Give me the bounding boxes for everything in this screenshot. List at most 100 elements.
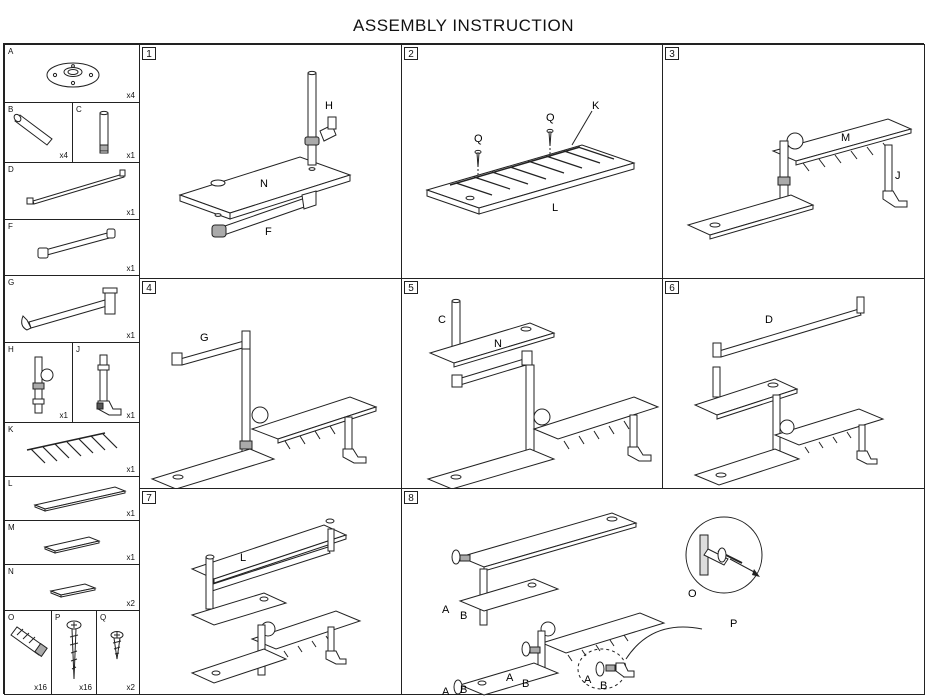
part-q-cell: Q x2 bbox=[96, 610, 140, 695]
part-qty: x4 bbox=[59, 151, 68, 160]
callout-label: L bbox=[552, 202, 558, 214]
part-b-cell: B x4 bbox=[4, 102, 73, 163]
step-5-panel: 5 C N bbox=[401, 278, 663, 490]
wall-anchor-icon bbox=[10, 626, 48, 658]
page-title: ASSEMBLY INSTRUCTION bbox=[353, 16, 574, 35]
part-letter: F bbox=[8, 222, 13, 231]
part-qty: x1 bbox=[126, 331, 135, 340]
part-letter: H bbox=[8, 345, 14, 354]
callout-label: B bbox=[460, 684, 467, 696]
callout-label: K bbox=[592, 100, 600, 112]
part-qty: x1 bbox=[126, 509, 135, 518]
part-p-cell: P x16 bbox=[51, 610, 97, 695]
callout-label: Q bbox=[546, 112, 555, 124]
part-qty: x1 bbox=[126, 553, 135, 562]
part-h-cell: H x1 bbox=[4, 342, 73, 423]
shelf-board-m-icon bbox=[43, 536, 101, 554]
part-letter: G bbox=[8, 278, 15, 287]
part-qty: x4 bbox=[126, 91, 135, 100]
callout-label: M bbox=[841, 132, 850, 144]
callout-label: H bbox=[325, 100, 333, 112]
callout-label: A bbox=[506, 672, 514, 684]
callout-label: B bbox=[522, 678, 529, 690]
part-o-cell: O x16 bbox=[4, 610, 52, 695]
step-3-panel: 3 M J bbox=[662, 44, 925, 279]
part-letter: O bbox=[8, 613, 15, 622]
part-qty: x1 bbox=[126, 208, 135, 217]
step-1-panel: 1 H N F bbox=[139, 44, 402, 279]
instruction-frame: A x4 B x4 C x1 D bbox=[3, 43, 925, 696]
hook-rack-icon bbox=[26, 432, 118, 464]
callout-label: N bbox=[260, 178, 268, 190]
part-k-cell: K x1 bbox=[4, 422, 140, 477]
callout-label: A bbox=[584, 674, 592, 686]
screw-q-icon bbox=[110, 631, 124, 660]
shelf-board-n-icon bbox=[49, 583, 97, 598]
part-m-cell: M x1 bbox=[4, 520, 140, 565]
part-letter: B bbox=[8, 105, 14, 114]
callout-label: P bbox=[730, 618, 737, 630]
step-7-panel: 7 L bbox=[139, 488, 402, 695]
rail-g-icon bbox=[21, 287, 118, 331]
step-4-panel: 4 G bbox=[139, 278, 402, 490]
part-a-cell: A x4 bbox=[4, 44, 140, 103]
part-letter: A bbox=[8, 47, 14, 56]
step-2-illustration: Q Q K L bbox=[425, 100, 636, 215]
step-number: 5 bbox=[404, 281, 418, 294]
step-number: 6 bbox=[665, 281, 679, 294]
part-qty: x1 bbox=[126, 465, 135, 474]
step-1-illustration: H N F bbox=[178, 70, 352, 238]
callout-label: Q bbox=[474, 133, 483, 145]
callout-label: C bbox=[438, 314, 446, 326]
part-letter: C bbox=[76, 105, 82, 114]
part-j-cell: J x1 bbox=[72, 342, 140, 423]
callout-label: A bbox=[442, 604, 450, 616]
callout-label: F bbox=[265, 226, 272, 238]
part-d-cell: D x1 bbox=[4, 162, 140, 220]
part-qty: x16 bbox=[79, 683, 92, 692]
step-number: 2 bbox=[404, 47, 418, 60]
part-letter: Q bbox=[100, 613, 107, 622]
step-2-panel: 2 Q Q K L bbox=[401, 44, 663, 279]
part-c-cell: C x1 bbox=[72, 102, 140, 163]
part-letter: M bbox=[8, 523, 15, 532]
flange-icon bbox=[46, 62, 100, 88]
pipe-upright-icon bbox=[99, 110, 109, 154]
part-letter: K bbox=[8, 425, 14, 434]
callout-label: L bbox=[240, 552, 246, 564]
part-qty: x2 bbox=[126, 599, 135, 608]
callout-label: A bbox=[442, 686, 450, 696]
part-qty: x16 bbox=[34, 683, 47, 692]
part-letter: J bbox=[76, 345, 80, 354]
callout-label: J bbox=[895, 170, 901, 182]
rail-d-icon bbox=[26, 169, 126, 205]
step-number: 8 bbox=[404, 491, 418, 504]
faucet-j-icon bbox=[96, 354, 122, 416]
step-number: 7 bbox=[142, 491, 156, 504]
part-l-cell: L x1 bbox=[4, 476, 140, 521]
step-8-panel: 8 bbox=[401, 488, 925, 696]
part-qty: x1 bbox=[59, 411, 68, 420]
part-n-cell: N x2 bbox=[4, 564, 140, 611]
callout-label: G bbox=[200, 332, 209, 344]
part-letter: P bbox=[55, 613, 61, 622]
part-f-cell: F x1 bbox=[4, 219, 140, 276]
callout-label: O bbox=[688, 588, 697, 600]
step-number: 3 bbox=[665, 47, 679, 60]
step-5-illustration: C N bbox=[426, 298, 660, 490]
part-letter: D bbox=[8, 165, 14, 174]
step-number: 1 bbox=[142, 47, 156, 60]
rail-f-icon bbox=[37, 228, 116, 259]
part-letter: L bbox=[8, 479, 13, 488]
callout-label: B bbox=[600, 680, 607, 692]
step-3-illustration: M J bbox=[686, 118, 913, 240]
pipe-short-icon bbox=[13, 113, 53, 146]
part-qty: x1 bbox=[126, 151, 135, 160]
part-qty: x2 bbox=[126, 683, 135, 692]
shelf-board-l-icon bbox=[33, 486, 127, 512]
step-8-illustration: A B A B A B A B O P bbox=[442, 512, 763, 696]
callout-label: B bbox=[460, 610, 467, 622]
step-6-illustration: D bbox=[693, 296, 885, 486]
callout-label: N bbox=[494, 338, 502, 350]
part-g-cell: G x1 bbox=[4, 275, 140, 343]
